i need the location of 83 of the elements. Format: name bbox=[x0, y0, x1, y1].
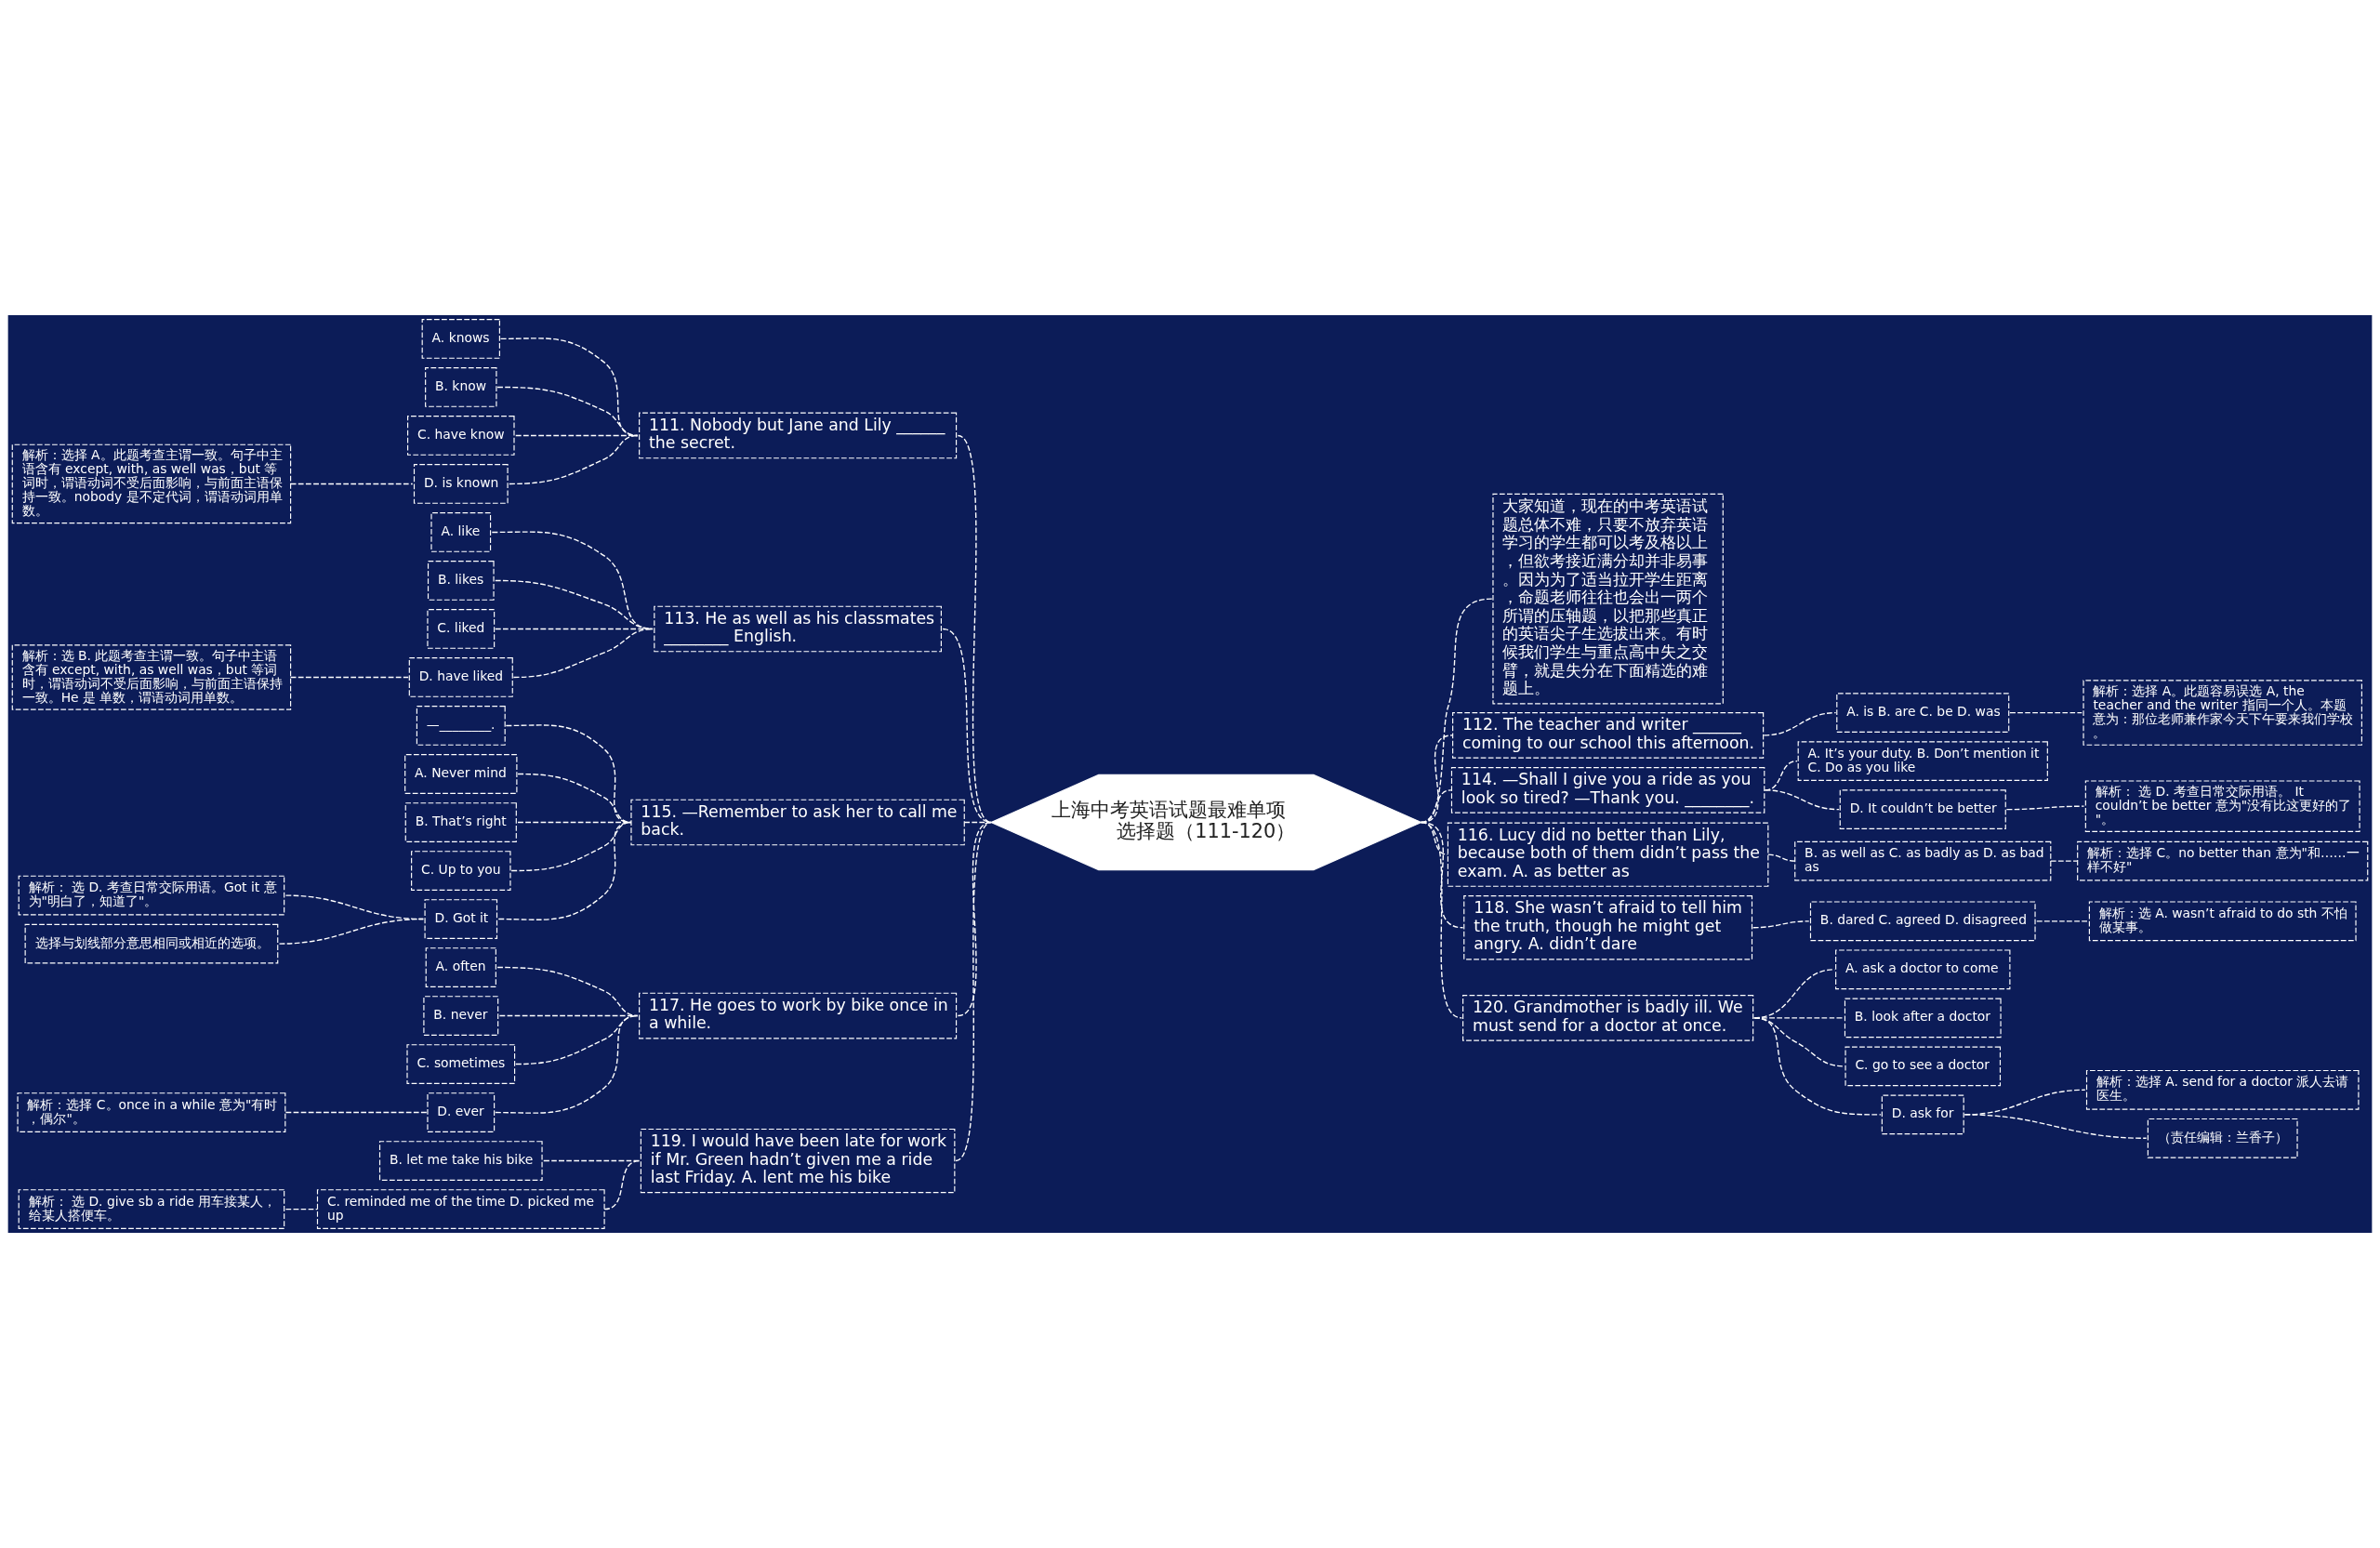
connector bbox=[496, 386, 639, 437]
node-box: B. That’s right bbox=[404, 802, 517, 842]
node-box: B. let me take his bike bbox=[378, 1141, 543, 1181]
connector bbox=[2036, 920, 2089, 922]
node-box: D. ever bbox=[427, 1092, 496, 1132]
connector bbox=[496, 966, 639, 1017]
node-box: B. look after a doctor bbox=[1844, 998, 2002, 1039]
node-box: 解析： 选 D. 考查日常交际用语。 It couldn’t be better 意为"没有比这更好的了"。 bbox=[2084, 780, 2360, 832]
connector bbox=[1964, 1114, 2148, 1139]
connector bbox=[509, 434, 639, 485]
connector bbox=[498, 1014, 639, 1017]
node-box: 解析：选择 A。此题考查主谓一致。句子中主语含有 except, with, as well was，but 等词时，谓语动词不受后面影响，与前面主语保持一致。nobody 是不定代词，谓语动词用单数。 bbox=[11, 443, 292, 524]
node-box: 解析：选 A. wasn’t afraid to do sth 不怕做某事。 bbox=[2088, 901, 2357, 942]
node-box: B. know bbox=[425, 367, 497, 407]
connector bbox=[515, 434, 639, 437]
node-box: 119. I would have been late for work if Mr. Green hadn’t given me a ride last Friday. A. lent me his bike bbox=[640, 1128, 956, 1194]
connector bbox=[284, 1208, 319, 1211]
node-box: C. have know bbox=[407, 416, 515, 456]
node-box: D. have liked bbox=[408, 657, 513, 697]
connector bbox=[543, 1159, 641, 1162]
node-box: 113. He as well as his classmates ________ English. bbox=[654, 605, 942, 653]
node-box: 解析：选择 C。once in a while 意为"有时，偶尔"。 bbox=[17, 1092, 286, 1132]
node-box: 116. Lucy did no better than Lily, because both of them didn’t pass the exam. A. as better as bbox=[1447, 822, 1769, 887]
connector bbox=[1753, 1017, 1882, 1116]
connector bbox=[955, 821, 992, 1162]
node-box: B. never bbox=[423, 996, 499, 1036]
node-box: （责任编辑：兰香子） bbox=[2147, 1118, 2298, 1158]
node-box: A. is B. are C. be D. was bbox=[1836, 693, 2010, 733]
connector bbox=[499, 337, 639, 437]
node-box: 解析：选择 C。no better than 意为"和……一样不好" bbox=[2077, 840, 2369, 881]
connector bbox=[512, 628, 654, 679]
node-box: D. is known bbox=[413, 464, 509, 504]
connector bbox=[491, 531, 654, 630]
node-box: A. often bbox=[425, 947, 496, 987]
node-box: 解析：选 B. 此题考查主谓一致。句子中主语含有 except, with, as well was，but 等词时，谓语动词不受后面影响，与前面主语保持一致。He 是 单数，谓语动词用单数。 bbox=[11, 644, 292, 710]
node-box: A. knows bbox=[421, 319, 500, 359]
node-box: 120. Grandmother is badly ill. We must send for a doctor at once. bbox=[1462, 995, 1754, 1041]
connector bbox=[497, 821, 632, 920]
node-box: C. reminded me of the time D. picked me up bbox=[316, 1189, 605, 1229]
connector bbox=[1767, 853, 1796, 862]
connector bbox=[289, 483, 414, 485]
connector bbox=[510, 821, 632, 872]
connector bbox=[1763, 711, 1837, 736]
node-box: 118. She wasn’t afraid to tell him the truth, though he might get angry. A. didn’t dare bbox=[1463, 895, 1753, 960]
node-box: A. ask a doctor to come bbox=[1835, 949, 2011, 990]
node-box: 解析： 选 D. 考查日常交际用语。Got it 意为"明白了，知道了"。 bbox=[18, 875, 285, 916]
connector bbox=[495, 1014, 639, 1114]
node-box: C. go to see a doctor bbox=[1844, 1046, 2002, 1087]
node-box: 112. The teacher and writer ______ coming to our school this afternoon. bbox=[1452, 712, 1765, 759]
connector bbox=[1752, 920, 1810, 929]
connector bbox=[2050, 860, 2079, 862]
node-box: 114. —Shall I give you a ride as you look so tired? —Thank you. ________. bbox=[1450, 767, 1765, 814]
node-box: D. Got it bbox=[424, 899, 498, 939]
node-box: A. like bbox=[430, 512, 492, 552]
connector bbox=[1764, 789, 1840, 811]
node-box: 解析：选择 A. send for a doctor 派人去请医生。 bbox=[2085, 1069, 2360, 1110]
connector bbox=[2009, 711, 2082, 714]
node-box: A. Never mind bbox=[404, 754, 518, 794]
node-box: —________. bbox=[416, 706, 506, 746]
node-box: 117. He goes to work by bike once in a while. bbox=[639, 992, 958, 1039]
node-box: B. dared C. agreed D. disagreed bbox=[1809, 901, 2036, 942]
connector bbox=[289, 676, 409, 679]
node-box: D. ask for bbox=[1881, 1094, 1964, 1135]
connector bbox=[957, 434, 992, 824]
connector bbox=[284, 1111, 428, 1114]
node-box: B. as well as C. as badly as D. as bad as bbox=[1794, 840, 2052, 881]
node-box: A. It’s your duty. B. Don’t mention it C. Do as you like bbox=[1797, 741, 2048, 781]
node-box: C. Up to you bbox=[411, 851, 511, 891]
connector bbox=[495, 579, 654, 630]
connector bbox=[278, 918, 425, 945]
connector bbox=[1420, 821, 1463, 1019]
node-box: 大家知道，现在的中考英语试题总体不难，只要不放弃英语学习的学生都可以考及格以上，但欲考接近满分却并非易事。因为为了适当拉开学生距离，命题老师往往也会出一两个所谓的压轴题，以把那些真正的英语尖子生选拔出来。有时候我们学生与重点高中失之交臂，就是失分在下面精选的难题上。 bbox=[1492, 493, 1724, 705]
node-box: D. It couldn’t be better bbox=[1839, 789, 2006, 830]
connector bbox=[603, 1159, 641, 1211]
node-box: C. sometimes bbox=[406, 1044, 516, 1084]
node-box: C. liked bbox=[427, 609, 496, 649]
node-box: 解析：选择 A。此题容易误选 A, the teacher and the writer 指同一个人。本题意为：那位老师兼作家今天下午要来我们学校。 bbox=[2082, 680, 2362, 746]
node-box: B. likes bbox=[427, 561, 495, 601]
node-box: 选择与划线部分意思相同或相近的选项。 bbox=[24, 923, 279, 964]
connector bbox=[2005, 805, 2085, 811]
node-box: 解析： 选 D. give sb a ride 用车接某人，给某人搭便车。 bbox=[18, 1189, 285, 1229]
node-box: 115. —Remember to ask her to call me back. bbox=[630, 799, 965, 846]
node-box: 111. Nobody but Jane and Lily ______ the secret. bbox=[639, 412, 958, 459]
